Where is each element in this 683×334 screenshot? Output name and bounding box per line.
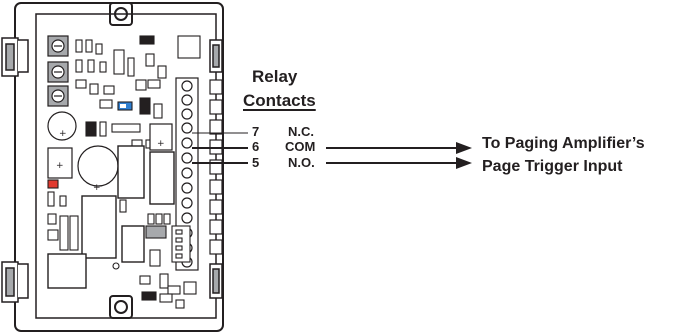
potentiometers [47,35,69,107]
terminal-no-label: N.O. [288,155,315,170]
destination-line-2: Page Trigger Input [482,158,623,175]
arrow-com [456,142,472,154]
relays [47,145,175,289]
svg-text:+: + [93,183,101,193]
terminal-nc-label: N.C. [288,124,314,139]
relay-title: Relay [252,67,298,86]
right-mounting-clip-bottom [209,263,223,299]
left-mounting-clip-top [1,37,29,77]
relay-contacts-label: Contacts [243,91,316,110]
lower-components [47,179,197,309]
relay-wiring [192,132,462,164]
capacitors: + + + + [47,111,173,193]
svg-text:+: + [56,161,64,171]
arrow-no [456,157,472,169]
arrowheads [456,142,472,169]
terminal-5-number: 5 [252,155,260,170]
terminal-6-number: 6 [252,139,260,154]
terminal-7-number: 7 [252,124,260,139]
right-mounting-clip-top [209,39,223,73]
terminal-fins [209,79,223,255]
terminal-com-label: COM [285,139,316,154]
small-components [75,35,201,151]
label-backgrounds [248,122,326,167]
svg-text:+: + [59,129,67,139]
left-mounting-clip-bottom [1,261,29,303]
svg-text:+: + [157,139,165,149]
destination-line-1: To Paging Amplifier’s [482,135,645,152]
